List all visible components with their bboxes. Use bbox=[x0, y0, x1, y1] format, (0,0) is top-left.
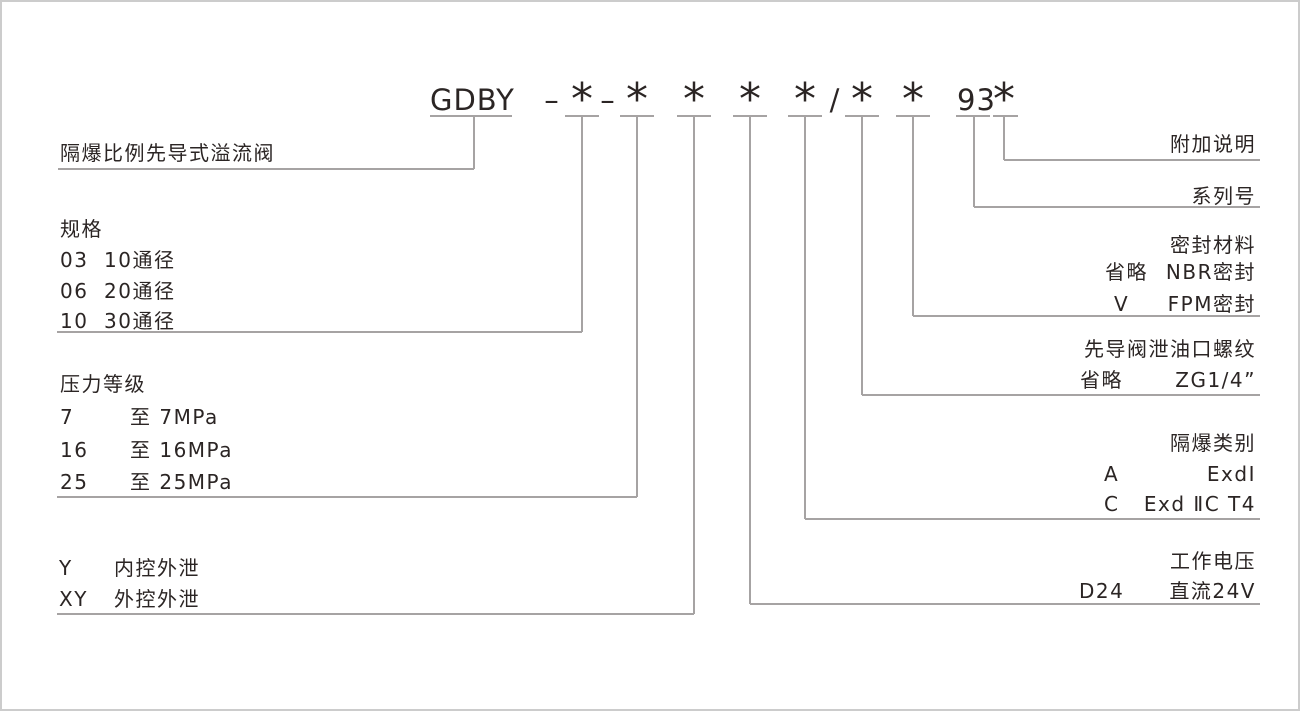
pilot-thread-row-desc: ZG1/4” bbox=[1175, 368, 1256, 392]
addendum-label: 附加说明 bbox=[1170, 132, 1256, 156]
seal-row-desc: NBR密封 bbox=[1165, 260, 1256, 284]
model-prefix-text: GDBY bbox=[430, 83, 515, 117]
seal-row-code: 省略 bbox=[1105, 260, 1148, 284]
pressure-row-desc: 至 25MPa bbox=[130, 470, 233, 494]
spec-row-desc: 10通径 bbox=[104, 248, 176, 272]
seal-section-title: 密封材料 bbox=[1170, 233, 1256, 257]
explosion-class-section-title: 隔爆类别 bbox=[1170, 431, 1256, 455]
series-number-text: 93 bbox=[957, 83, 996, 117]
pressure-row-desc: 至 7MPa bbox=[130, 405, 219, 429]
dash-separator-1: – bbox=[544, 83, 560, 117]
star-seal-placeholder: * bbox=[902, 74, 924, 125]
spec-row: 10 30通径 bbox=[60, 310, 175, 332]
pilot-thread-row-code: 省略 bbox=[1080, 368, 1123, 392]
series-label: 系列号 bbox=[1191, 184, 1256, 208]
pressure-row-code: 25 bbox=[60, 470, 89, 494]
voltage-row-desc: 直流24V bbox=[1169, 579, 1256, 603]
product-name-label: 隔爆比例先导式溢流阀 bbox=[60, 141, 275, 165]
pressure-row-desc: 至 16MPa bbox=[130, 438, 233, 462]
voltage-row-code: D24 bbox=[1079, 579, 1125, 603]
control-row-code: XY bbox=[59, 587, 88, 611]
pilot-thread-row: 省略 ZG1/4” bbox=[1080, 369, 1256, 391]
explosion-class-row-code: C bbox=[1104, 492, 1120, 516]
spec-row-desc: 30通径 bbox=[104, 309, 176, 333]
control-row: XY 外控外泄 bbox=[59, 588, 200, 610]
pressure-row-code: 16 bbox=[60, 438, 89, 462]
pressure-row-code: 7 bbox=[60, 405, 75, 429]
explosion-class-row-code: A bbox=[1104, 462, 1120, 486]
star-pressure-placeholder: * bbox=[626, 74, 648, 125]
control-row-code: Y bbox=[59, 556, 73, 580]
seal-row: 省略 NBR密封 bbox=[1105, 261, 1256, 283]
pressure-section-title: 压力等级 bbox=[60, 372, 146, 396]
seal-row-code: V bbox=[1114, 292, 1130, 316]
star-thread-placeholder: * bbox=[851, 74, 873, 125]
pilot-thread-section-title: 先导阀泄油口螺纹 bbox=[1084, 337, 1256, 361]
spec-row-code: 06 bbox=[60, 279, 89, 303]
seal-row-desc: FPM密封 bbox=[1167, 292, 1256, 316]
star-addendum-placeholder: * bbox=[993, 74, 1015, 125]
star-explosion-class-placeholder: * bbox=[794, 74, 816, 125]
spec-row-desc: 20通径 bbox=[104, 279, 176, 303]
voltage-section-title: 工作电压 bbox=[1170, 549, 1256, 573]
spec-row: 03 10通径 bbox=[60, 249, 175, 271]
pressure-row: 16 至 16MPa bbox=[60, 439, 233, 461]
control-row-desc: 内控外泄 bbox=[114, 556, 200, 580]
seal-row: V FPM密封 bbox=[1114, 293, 1256, 315]
spec-row-code: 10 bbox=[60, 309, 89, 333]
pressure-row: 7 至 7MPa bbox=[60, 406, 219, 428]
pressure-row: 25 至 25MPa bbox=[60, 471, 233, 493]
spec-row-code: 03 bbox=[60, 248, 89, 272]
explosion-class-row: C Exd ⅡC T4 bbox=[1104, 493, 1256, 515]
spec-section-title: 规格 bbox=[60, 217, 103, 241]
spec-row: 06 20通径 bbox=[60, 280, 175, 302]
star-control-placeholder: * bbox=[683, 74, 705, 125]
control-row: Y 内控外泄 bbox=[59, 557, 200, 579]
explosion-class-row-desc: ExdⅠ bbox=[1206, 462, 1256, 486]
explosion-class-row: A ExdⅠ bbox=[1104, 463, 1256, 485]
dash-separator-2: – bbox=[600, 83, 616, 117]
control-row-desc: 外控外泄 bbox=[114, 587, 200, 611]
star-voltage-placeholder: * bbox=[739, 74, 761, 125]
voltage-row: D24 直流24V bbox=[1079, 580, 1256, 602]
slash-separator: / bbox=[829, 83, 841, 117]
star-spec-placeholder: * bbox=[571, 74, 593, 125]
explosion-class-row-desc: Exd ⅡC T4 bbox=[1143, 492, 1256, 516]
